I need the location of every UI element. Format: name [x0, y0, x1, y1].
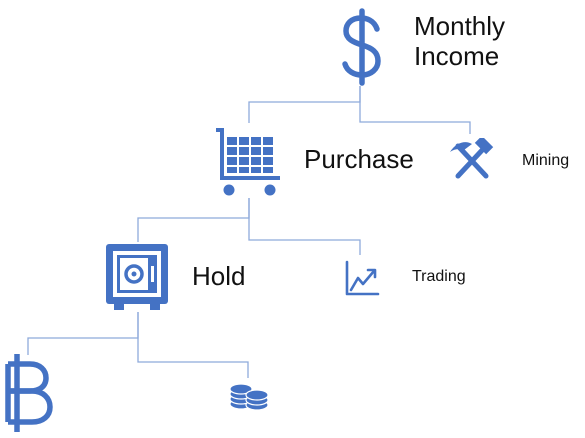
- monthly-income-label-line1: Monthly: [414, 11, 506, 41]
- monthly-income-label: Monthly Income: [414, 11, 506, 72]
- purchase-label: Purchase: [304, 144, 414, 174]
- bitcoin-icon: [5, 354, 53, 432]
- shopping-cart-icon: [216, 128, 280, 196]
- connector-hold-coins: [137, 312, 249, 378]
- trend-chart-icon: [345, 260, 380, 296]
- pickaxe-hammer-icon: [450, 138, 494, 179]
- coin-stack-icon: [229, 383, 269, 411]
- connector-income-purchase: [248, 86, 361, 123]
- safe-icon: [106, 244, 168, 310]
- hold-label: Hold: [192, 261, 246, 291]
- connector-income-mining: [359, 86, 471, 134]
- dollar-icon: [342, 8, 381, 86]
- connector-hold-bitcoin: [27, 312, 139, 355]
- trading-label: Trading: [412, 268, 466, 285]
- connector-purchase-trading: [248, 198, 361, 255]
- mining-label: Mining: [522, 152, 570, 169]
- connector-purchase-hold: [137, 198, 250, 242]
- monthly-income-label-line2: Income: [414, 40, 500, 71]
